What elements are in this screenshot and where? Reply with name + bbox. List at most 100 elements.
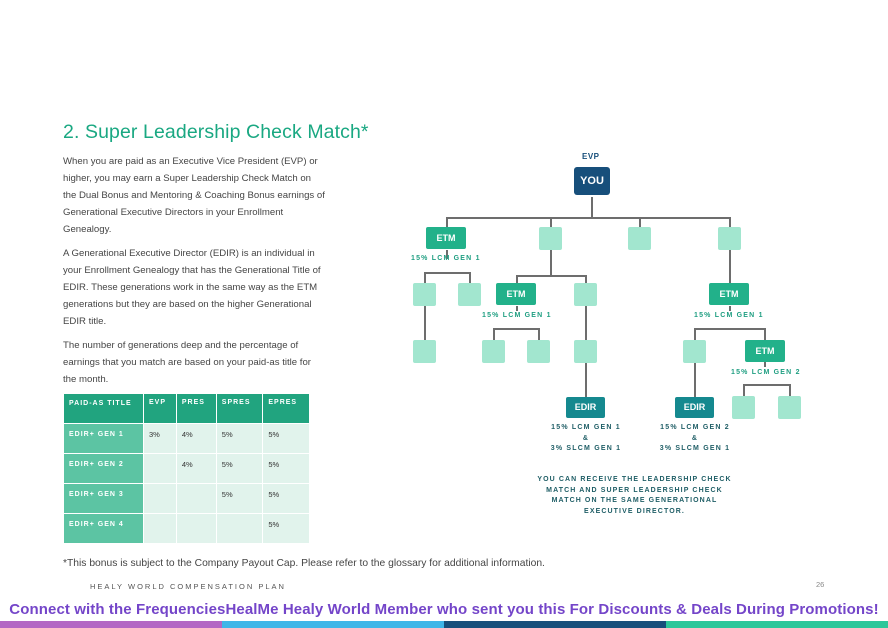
connector-line — [694, 328, 765, 330]
connector-line — [424, 272, 426, 283]
match-percentage-table: PAID-AS TITLE EVP PRES SPRES EPRES EDIR+… — [63, 393, 310, 544]
connector-line — [493, 328, 495, 340]
lcm-gen1-label: 15% LCM GEN 1 — [482, 312, 552, 319]
note-line: YOU CAN RECEIVE THE LEADERSHIP CHECK — [537, 476, 732, 483]
member-node — [482, 340, 505, 363]
row-header: EDIR+ GEN 1 — [63, 423, 144, 454]
connector-line — [694, 363, 696, 397]
intro-paragraph: When you are paid as an Executive Vice P… — [63, 156, 325, 235]
connector-line — [729, 217, 731, 228]
member-node — [413, 340, 436, 363]
table-cell: 5% — [262, 423, 310, 454]
connector-line — [469, 272, 471, 283]
connector-line — [591, 197, 593, 218]
lcm-gen2-label: 15% LCM GEN 2 — [731, 369, 801, 376]
connector-line — [446, 250, 448, 259]
table-header: SPRES — [215, 393, 264, 424]
footnote: *This bonus is subject to the Company Pa… — [63, 558, 545, 569]
table-cell: 4% — [175, 453, 217, 484]
etm-node: ETM — [709, 283, 749, 305]
note-line: EXECUTIVE DIRECTOR. — [584, 507, 685, 515]
diagram-note: YOU CAN RECEIVE THE LEADERSHIP CHECK MAT… — [527, 475, 742, 517]
lcm-gen1-label: 15% LCM GEN 1 — [411, 255, 481, 262]
table-cell — [175, 513, 217, 544]
etm-node: ETM — [745, 340, 785, 362]
table-header: PRES — [175, 393, 217, 424]
table-row: EDIR+ GEN 3 5% 5% — [63, 483, 310, 514]
edir-definition-paragraph: A Generational Executive Director (EDIR)… — [63, 248, 321, 327]
member-node — [413, 283, 436, 306]
connector-line — [516, 275, 518, 284]
connector-line — [516, 306, 518, 311]
page-title: 2. Super Leadership Check Match* — [63, 121, 369, 143]
connector-line — [764, 328, 766, 340]
connector-line — [729, 306, 731, 311]
edir-left-line1: 15% LCM GEN 1 — [551, 424, 621, 431]
edir-right-label: 15% LCM GEN 2 & 3% SLCM GEN 1 — [659, 423, 731, 455]
lcm-gen1-label: 15% LCM GEN 1 — [694, 312, 764, 319]
connector-line — [424, 306, 426, 341]
connector-line — [585, 363, 587, 397]
note-line: MATCH ON THE SAME GENERATIONAL — [551, 497, 718, 504]
evp-label: EVP — [582, 152, 600, 161]
table-header: EVP — [143, 393, 177, 424]
table-row: EDIR+ GEN 4 5% — [63, 513, 310, 544]
generations-paragraph: The number of generations deep and the p… — [63, 340, 311, 385]
edir-right-line3: 3% SLCM GEN 1 — [659, 445, 731, 452]
connector-line — [446, 217, 730, 219]
etm-node: ETM — [426, 227, 466, 249]
connector-line — [585, 275, 587, 284]
connector-line — [585, 306, 587, 341]
footer-title: HEALY WORLD COMPENSATION PLAN — [90, 582, 286, 591]
page-number: 26 — [816, 580, 825, 589]
etm-node: ETM — [496, 283, 536, 305]
connector-line — [789, 384, 791, 396]
connector-line — [743, 384, 745, 396]
note-line: MATCH AND SUPER LEADERSHIP CHECK — [546, 486, 723, 494]
member-node — [718, 227, 741, 250]
table-cell: 4% — [175, 423, 217, 454]
member-node — [574, 340, 597, 363]
table-cell — [143, 483, 177, 514]
table-cell — [143, 453, 177, 484]
connector-line — [639, 217, 641, 228]
row-header: EDIR+ GEN 2 — [63, 453, 144, 484]
row-header: EDIR+ GEN 4 — [63, 513, 144, 544]
table-row: EDIR+ GEN 1 3% 4% 5% 5% — [63, 423, 310, 454]
table-cell — [175, 483, 217, 514]
table-cell: 5% — [215, 453, 264, 484]
connector-line — [694, 328, 696, 341]
connector-line — [446, 217, 448, 228]
table-cell: 3% — [143, 423, 177, 454]
connector-line — [516, 275, 586, 277]
member-node — [778, 396, 801, 419]
connector-line — [550, 250, 552, 275]
table-cell — [143, 513, 177, 544]
edir-left-line2: & — [582, 434, 590, 442]
promo-banner[interactable]: Connect with the FrequenciesHealMe Healy… — [9, 601, 879, 618]
member-node — [683, 340, 706, 363]
member-node — [458, 283, 481, 306]
table-cell: 5% — [262, 513, 310, 544]
table-header: EPRES — [262, 393, 310, 424]
edir-node: EDIR — [566, 397, 605, 418]
connector-line — [729, 250, 731, 284]
table-row: EDIR+ GEN 2 4% 5% 5% — [63, 453, 310, 484]
table-cell: 5% — [215, 483, 264, 514]
connector-line — [424, 272, 470, 274]
connector-line — [764, 362, 766, 367]
table-cell: 5% — [262, 453, 310, 484]
banner-color-bar — [444, 621, 666, 628]
member-node — [628, 227, 651, 250]
member-node — [574, 283, 597, 306]
table-cell: 5% — [215, 423, 264, 454]
edir-node: EDIR — [675, 397, 714, 418]
member-node — [539, 227, 562, 250]
connector-line — [550, 217, 552, 228]
table-cell — [215, 513, 264, 544]
connector-line — [743, 384, 789, 386]
edir-left-line3: 3% SLCM GEN 1 — [550, 445, 622, 452]
banner-color-bar — [0, 621, 222, 628]
genealogy-diagram: EVP YOU ETM 15% LCM GEN 1 ETM 15% LCM GE… — [400, 145, 850, 525]
edir-right-line1: 15% LCM GEN 2 — [660, 424, 730, 431]
